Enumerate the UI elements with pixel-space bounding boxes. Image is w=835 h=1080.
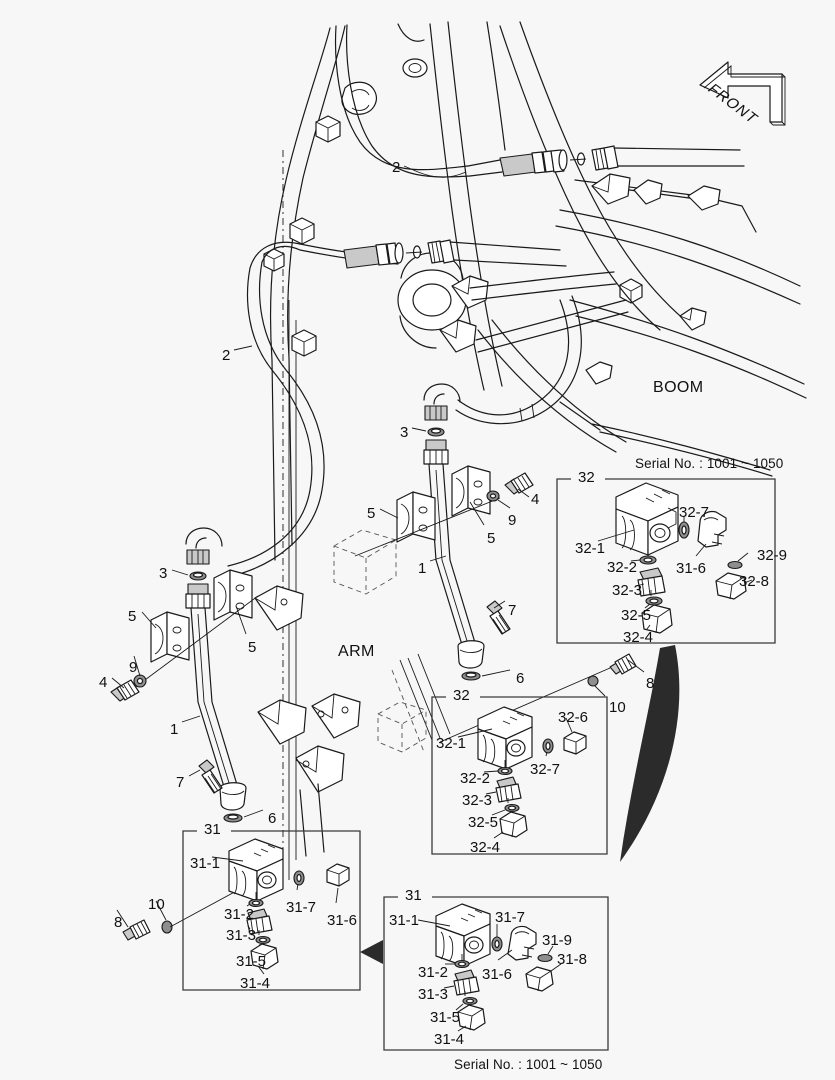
detail-box-31-left-frame bbox=[182, 830, 361, 991]
detail-box-32-upper-serial-note: Serial No. : 1001 ~ 1050 bbox=[635, 456, 784, 471]
detail-art-31-right bbox=[417, 903, 562, 1032]
detail-box-31-right-id: 31 bbox=[401, 888, 426, 903]
hose-end-fittings bbox=[343, 145, 745, 269]
detail-box-32-lower-id: 32 bbox=[449, 688, 474, 703]
callout-clamp-right-upper: 5 bbox=[367, 505, 376, 522]
callout-hose-left: 2 bbox=[222, 347, 231, 364]
detail-box-31-left-part-31-6: 31-6 bbox=[327, 912, 358, 929]
detail-box-32-upper-part-31-6: 31-6 bbox=[676, 560, 707, 577]
detail-box-32-lower-part-32-4: 32-4 bbox=[470, 839, 501, 856]
detail-box-32-upper-part-32-2: 32-2 bbox=[607, 559, 638, 576]
machine-label-boom: BOOM bbox=[653, 379, 704, 396]
machine-label-arm: ARM bbox=[338, 643, 375, 660]
detail-box-32-lower-frame bbox=[431, 696, 608, 855]
detail-box-31-right-part-31-9: 31-9 bbox=[542, 932, 573, 949]
detail-link-curve bbox=[620, 645, 680, 862]
detail-box-31-right-part-31-8: 31-8 bbox=[557, 951, 588, 968]
detail-box-31-right-part-31-6: 31-6 bbox=[482, 966, 513, 983]
detail-art-31-left bbox=[211, 838, 350, 975]
detail-box-32-upper-part-32-8: 32-8 bbox=[739, 573, 770, 590]
detail-box-32-lower-part-32-1: 32-1 bbox=[436, 735, 467, 752]
callout-washer-10-right: 10 bbox=[609, 699, 626, 716]
detail-box-31-right-serial-note: Serial No. : 1001 ~ 1050 bbox=[454, 1057, 603, 1072]
callout-washer-left: 9 bbox=[129, 659, 138, 676]
detail-box-31-right-part-31-4: 31-4 bbox=[434, 1031, 465, 1048]
detail-box-31-left-part-31-5: 31-5 bbox=[236, 953, 267, 970]
detail-box-32-upper-part-32-9: 32-9 bbox=[757, 547, 788, 564]
detail-box-32-upper-part-32-1: 32-1 bbox=[575, 540, 606, 557]
callout-pipe-left: 1 bbox=[170, 721, 179, 738]
detail-box-31-left-id: 31 bbox=[200, 822, 225, 837]
detail-box-32-lower-part-32-5: 32-5 bbox=[468, 814, 499, 831]
detail-box-32-lower-part-32-2: 32-2 bbox=[460, 770, 491, 787]
callout-washer-right: 9 bbox=[508, 512, 517, 529]
detail-box-31-left-part-31-7: 31-7 bbox=[286, 899, 317, 916]
callout-clamp-left-upper: 5 bbox=[128, 608, 137, 625]
front-arrow bbox=[699, 61, 786, 126]
detail-box-31-left-part-31-4: 31-4 bbox=[240, 975, 271, 992]
callout-washer-10-left: 10 bbox=[148, 896, 165, 913]
machine-structure bbox=[254, 21, 807, 880]
detail-box-32-upper-part-32-3: 32-3 bbox=[612, 582, 643, 599]
callout-leaders bbox=[111, 165, 645, 928]
callout-bolt-left: 4 bbox=[99, 674, 108, 691]
detail-box-31-left-part-31-2: 31-2 bbox=[224, 906, 255, 923]
callout-bolt-7-left: 7 bbox=[176, 774, 185, 791]
detail-box-31-right-part-31-2: 31-2 bbox=[418, 964, 449, 981]
detail-box-32-upper-frame bbox=[556, 478, 776, 644]
callout-oring-6-right: 6 bbox=[516, 670, 525, 687]
detail-box-32-upper-part-32-7: 32-7 bbox=[679, 504, 710, 521]
detail-box-31-right-part-31-5: 31-5 bbox=[430, 1009, 461, 1026]
detail-box-32-upper-part-32-5: 32-5 bbox=[621, 607, 652, 624]
detail-box-31-right-part-31-7: 31-7 bbox=[495, 909, 526, 926]
callout-pipe-right: 1 bbox=[418, 560, 427, 577]
detail-art-32-lower bbox=[457, 706, 587, 839]
callout-oring-right-pipe: 3 bbox=[400, 424, 409, 441]
pipe-assembly-right bbox=[354, 383, 534, 681]
callout-oring-left-pipe: 3 bbox=[159, 565, 168, 582]
callout-bolt-7-right: 7 bbox=[508, 602, 517, 619]
detail-box-31-left-part-31-3: 31-3 bbox=[226, 927, 257, 944]
detail-box-31-right-frame bbox=[383, 896, 609, 1051]
callout-bolt-right: 4 bbox=[531, 491, 540, 508]
detail-box-32-lower-part-32-7: 32-7 bbox=[530, 761, 561, 778]
detail-box-31-left-part-31-1: 31-1 bbox=[190, 855, 221, 872]
detail-link-marks bbox=[360, 645, 680, 964]
detail-box-31-right-part-31-3: 31-3 bbox=[418, 986, 449, 1003]
detail-box-31-right-part-31-1: 31-1 bbox=[389, 912, 420, 929]
detail-box-frames bbox=[182, 478, 776, 1051]
callout-bolt-8-right: 8 bbox=[646, 675, 655, 692]
callout-clamp-left-lower: 5 bbox=[248, 639, 257, 656]
detail-art-32-upper bbox=[597, 482, 753, 634]
detail-box-32-upper-id: 32 bbox=[574, 470, 599, 485]
detail-link-arrow bbox=[360, 940, 383, 964]
detail-box-32-lower-part-32-3: 32-3 bbox=[462, 792, 493, 809]
detail-box-32-lower-part-32-6: 32-6 bbox=[558, 709, 589, 726]
callout-bolt-8-left: 8 bbox=[114, 914, 123, 931]
callout-hose-upper-right: 2 bbox=[392, 159, 401, 176]
callout-clamp-right-lower: 5 bbox=[487, 530, 496, 547]
pipe-assembly-left bbox=[110, 527, 259, 823]
detail-box-32-upper-part-32-4: 32-4 bbox=[623, 629, 654, 646]
callout-oring-6-left: 6 bbox=[268, 810, 277, 827]
